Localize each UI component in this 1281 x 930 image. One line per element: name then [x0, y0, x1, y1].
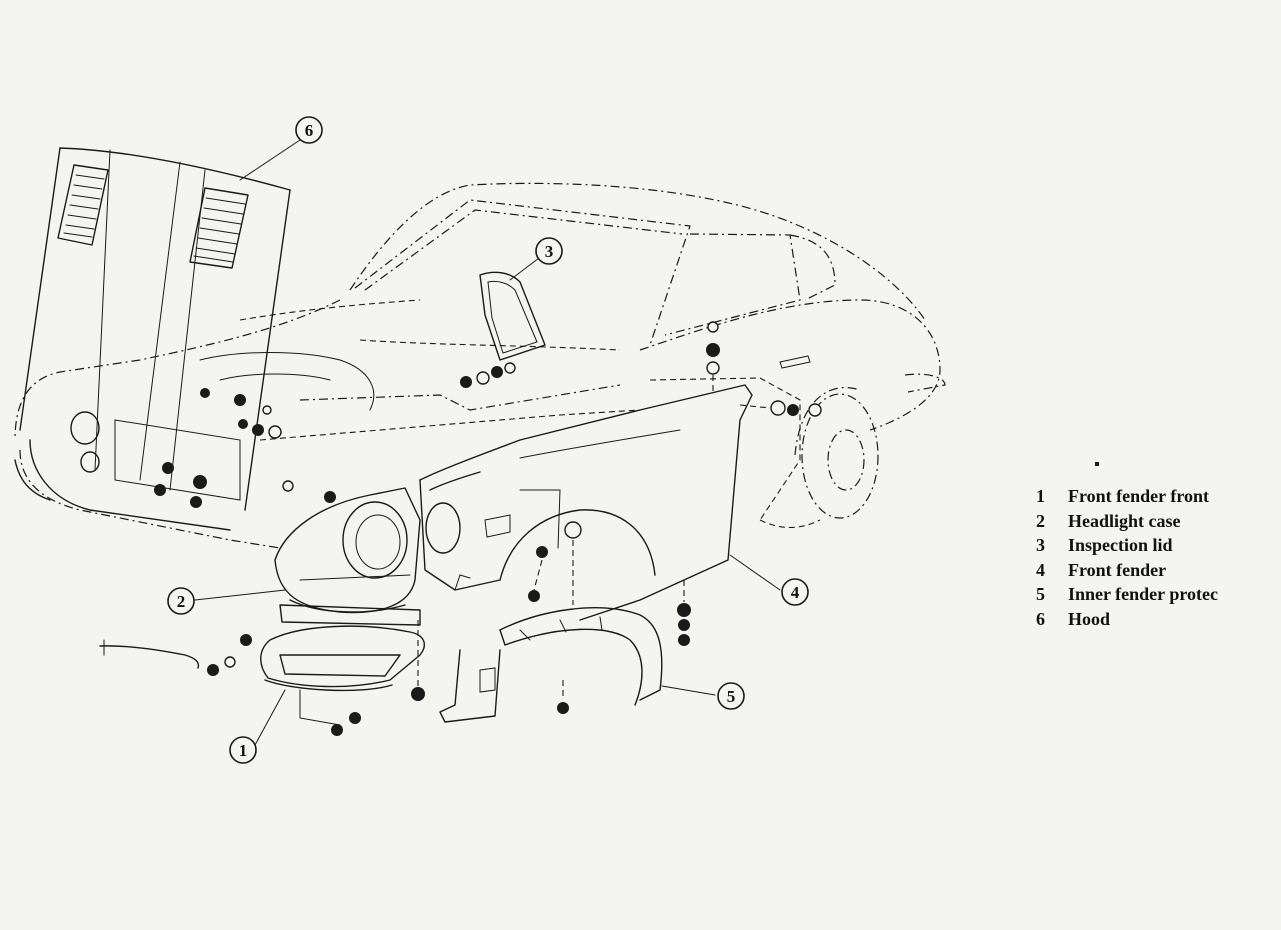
svg-text:1: 1: [239, 741, 248, 760]
svg-text:4: 4: [791, 583, 800, 602]
front-fender-front-part: [260, 604, 426, 692]
callout-1: 1: [229, 736, 257, 764]
front-fender-part: [419, 384, 753, 621]
car-body-outline: [14, 147, 946, 549]
callout-2: 2: [167, 587, 195, 615]
stray-dot: [1095, 462, 1099, 466]
fasteners: [99, 321, 822, 736]
inspection-lid-part: [479, 271, 546, 361]
inner-fender-protector-part: [439, 607, 663, 723]
leader-lines: [194, 139, 781, 746]
svg-text:3: 3: [545, 242, 554, 261]
hood-vent-left: [57, 164, 109, 246]
callout-3: 3: [535, 237, 563, 265]
callout-4: 4: [781, 578, 809, 606]
svg-text:2: 2: [177, 592, 186, 611]
svg-text:5: 5: [727, 687, 736, 706]
callout-5: 5: [717, 682, 745, 710]
headlight-case-part: [274, 487, 421, 614]
svg-text:6: 6: [305, 121, 314, 140]
callout-6: 6: [295, 116, 323, 144]
hood-vent-right: [189, 187, 249, 269]
